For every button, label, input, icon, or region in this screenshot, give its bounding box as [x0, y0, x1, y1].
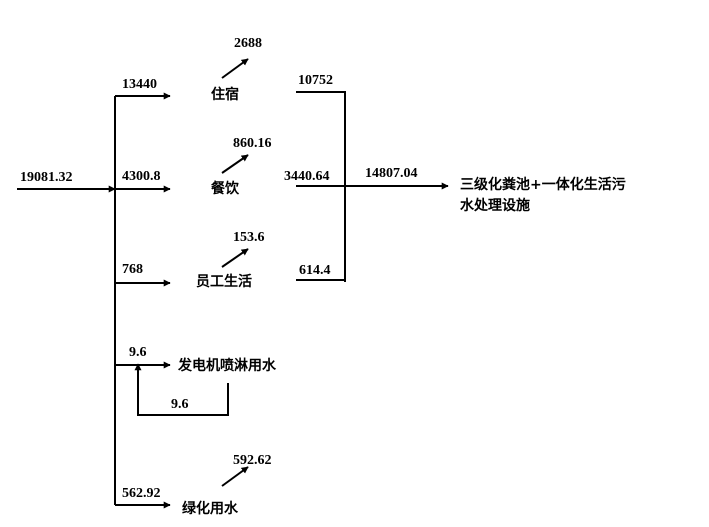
- recycle-loop: [137, 375, 229, 416]
- flow-out-accommodation: 10752: [298, 73, 333, 88]
- node-generator-spray: 发电机喷淋用水: [178, 358, 276, 374]
- treatment-label-line2: 水处理设施: [460, 198, 530, 214]
- flow-in-accommodation: 13440: [122, 77, 157, 92]
- loss-arrow-accommodation: [221, 58, 249, 79]
- loss-arrow-catering: [221, 154, 249, 174]
- loss-greening: 592.62: [233, 453, 272, 468]
- flow-out-catering: 3440.64: [284, 169, 330, 184]
- flow-in-generator: 9.6: [129, 345, 147, 360]
- loss-accommodation: 2688: [234, 36, 262, 51]
- total-input-value: 19081.32: [20, 170, 73, 185]
- loss-staff: 153.6: [233, 230, 265, 245]
- loss-arrow-greening: [221, 466, 249, 487]
- loss-arrow-staff: [221, 248, 249, 268]
- node-accommodation: 住宿: [211, 87, 239, 103]
- node-staff-living: 员工生活: [196, 274, 252, 290]
- flow-in-catering: 4300.8: [122, 169, 161, 184]
- flow-in-greening: 562.92: [122, 486, 161, 501]
- collect-line-staff: [296, 279, 346, 282]
- flow-out-staff: 614.4: [299, 263, 331, 278]
- collect-line-accommodation: [296, 91, 346, 282]
- recycle-value: 9.6: [171, 397, 189, 412]
- flow-in-staff: 768: [122, 262, 143, 277]
- node-catering: 餐饮: [211, 181, 239, 197]
- treatment-flow: 14807.04: [365, 166, 418, 181]
- loss-catering: 860.16: [233, 136, 272, 151]
- node-greening: 绿化用水: [182, 501, 238, 517]
- treatment-label-line1: 三级化粪池+一体化生活污: [460, 177, 626, 193]
